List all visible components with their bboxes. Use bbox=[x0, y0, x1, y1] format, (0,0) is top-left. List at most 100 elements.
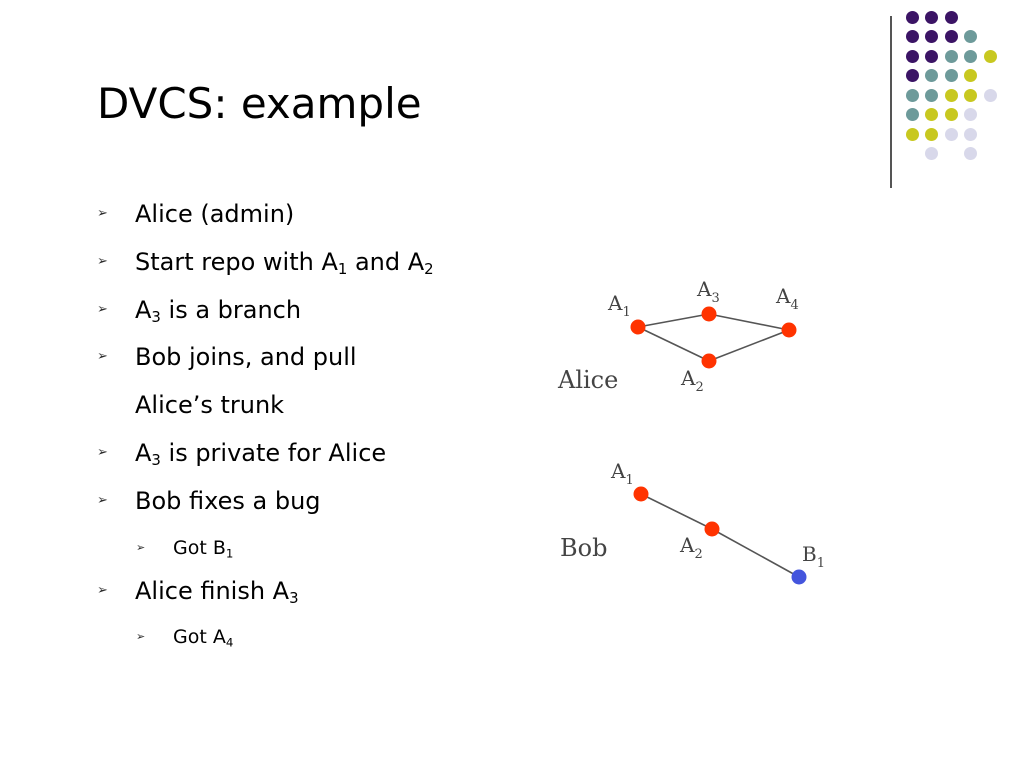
alice-edge-A1-A3 bbox=[637, 313, 710, 328]
node-label-letter: A bbox=[680, 366, 696, 390]
decorative-divider-line bbox=[890, 16, 892, 188]
bullet-marker-icon: ➢ bbox=[97, 349, 108, 364]
decorative-dot bbox=[964, 49, 977, 63]
alice-node-A4 bbox=[781, 322, 797, 338]
bob-node-label-B1: B1 bbox=[802, 542, 825, 571]
decorative-dot bbox=[925, 88, 938, 102]
alice-edge-A3-A4 bbox=[708, 313, 790, 331]
decorative-dot bbox=[905, 88, 919, 102]
bullet-text: A bbox=[135, 439, 152, 467]
bullet-marker-icon: ➢ bbox=[97, 445, 108, 460]
decorative-dot bbox=[944, 69, 958, 82]
bullet-text: Alice’s trunk bbox=[135, 391, 285, 419]
decorative-dot bbox=[925, 10, 938, 24]
bob-node-A2 bbox=[704, 521, 720, 537]
bullet-item: Bob fixes a bug bbox=[135, 486, 321, 516]
bullet-text: is private for Alice bbox=[160, 439, 387, 467]
decorative-dot bbox=[983, 88, 997, 102]
subscript: 4 bbox=[225, 635, 234, 650]
bullet-marker-icon: ➢ bbox=[97, 583, 108, 598]
decorative-dot bbox=[925, 69, 938, 82]
bullet-marker-icon: ➢ bbox=[136, 630, 146, 643]
alice-node-label-A1: A1 bbox=[607, 291, 631, 320]
bullet-text: A bbox=[135, 296, 152, 324]
decorative-dot bbox=[905, 108, 919, 121]
alice-edge-A1-A2 bbox=[637, 326, 710, 362]
bob-repo-label: Bob bbox=[560, 534, 607, 562]
bullet-item: A3 is private for Alice bbox=[135, 438, 386, 468]
bullet-text: Start repo with A bbox=[135, 248, 338, 276]
decorative-dot bbox=[944, 49, 958, 63]
bullet-marker-icon: ➢ bbox=[97, 206, 108, 221]
alice-node-label-A2: A2 bbox=[680, 366, 704, 395]
bullet-text: Got B bbox=[173, 537, 226, 559]
bullet-text: Got A bbox=[173, 626, 226, 648]
decorative-dot bbox=[925, 127, 938, 141]
bullet-list: ➢Alice (admin)➢Start repo with A1 and A2… bbox=[0, 0, 540, 700]
alice-node-A1 bbox=[630, 319, 646, 335]
node-label-letter: A bbox=[607, 291, 623, 315]
node-label-subscript: 4 bbox=[790, 298, 798, 313]
bullet-text: and A bbox=[347, 248, 425, 276]
bullet-text: Bob joins, and pull bbox=[135, 343, 357, 371]
bullet-text: is a branch bbox=[160, 296, 302, 324]
decorative-dot bbox=[944, 30, 958, 43]
subscript: 3 bbox=[289, 589, 299, 608]
slide-title: DVCS: example bbox=[97, 79, 422, 128]
alice-node-A2 bbox=[701, 353, 717, 369]
decorative-dot bbox=[905, 69, 919, 82]
subscript: 1 bbox=[225, 546, 234, 561]
bob-node-label-A1: A1 bbox=[610, 459, 634, 488]
decorative-dot bbox=[925, 147, 938, 160]
sub-bullet-item: Got B1 bbox=[173, 535, 233, 561]
bullet-marker-icon: ➢ bbox=[97, 254, 108, 269]
decorative-dot bbox=[925, 108, 938, 121]
decorative-dot bbox=[905, 49, 919, 63]
bob-edge-A1-A2 bbox=[640, 493, 713, 530]
decorative-dot bbox=[925, 30, 938, 43]
node-label-subscript: 3 bbox=[711, 291, 719, 306]
decorative-dot-grid bbox=[0, 0, 1024, 200]
bob-node-label-A2: A2 bbox=[679, 533, 703, 562]
bullet-item: Alice (admin) bbox=[135, 199, 294, 229]
bullet-item: Start repo with A1 and A2 bbox=[135, 247, 434, 277]
decorative-dot bbox=[964, 108, 977, 121]
decorative-dot bbox=[964, 69, 977, 82]
node-label-subscript: 2 bbox=[694, 547, 702, 562]
node-label-subscript: 1 bbox=[622, 305, 630, 320]
decorative-dot bbox=[964, 30, 977, 43]
bullet-text: Alice finish A bbox=[135, 577, 290, 605]
node-label-letter: A bbox=[696, 277, 712, 301]
bullet-marker-icon: ➢ bbox=[136, 541, 146, 554]
bullet-marker-icon: ➢ bbox=[97, 493, 108, 508]
decorative-dot bbox=[944, 10, 958, 24]
bob-node-A1 bbox=[633, 486, 649, 502]
node-label-letter: A bbox=[610, 459, 626, 483]
alice-node-label-A4: A4 bbox=[775, 284, 799, 313]
bullet-item: Bob joins, and pull bbox=[135, 342, 357, 372]
subscript: 2 bbox=[424, 260, 434, 279]
decorative-dot bbox=[964, 88, 977, 102]
sub-bullet-item: Got A4 bbox=[173, 624, 233, 650]
decorative-dot bbox=[983, 49, 997, 63]
bullet-item: Alice finish A3 bbox=[135, 576, 299, 606]
decorative-dot bbox=[925, 49, 938, 63]
decorative-dot bbox=[944, 127, 958, 141]
node-label-letter: B bbox=[802, 542, 817, 566]
decorative-dot bbox=[905, 10, 919, 24]
bullet-marker-icon: ➢ bbox=[97, 302, 108, 317]
bob-edge-A2-B1 bbox=[711, 528, 800, 578]
decorative-dot bbox=[905, 127, 919, 141]
node-label-subscript: 2 bbox=[695, 380, 703, 395]
bullet-item: A3 is a branch bbox=[135, 295, 301, 325]
decorative-dot bbox=[944, 88, 958, 102]
node-label-letter: A bbox=[775, 284, 791, 308]
subscript: 3 bbox=[151, 451, 161, 470]
bullet-text: Alice (admin) bbox=[135, 200, 295, 228]
subscript: 1 bbox=[337, 260, 348, 279]
bullet-item: Alice’s trunk bbox=[135, 390, 284, 420]
